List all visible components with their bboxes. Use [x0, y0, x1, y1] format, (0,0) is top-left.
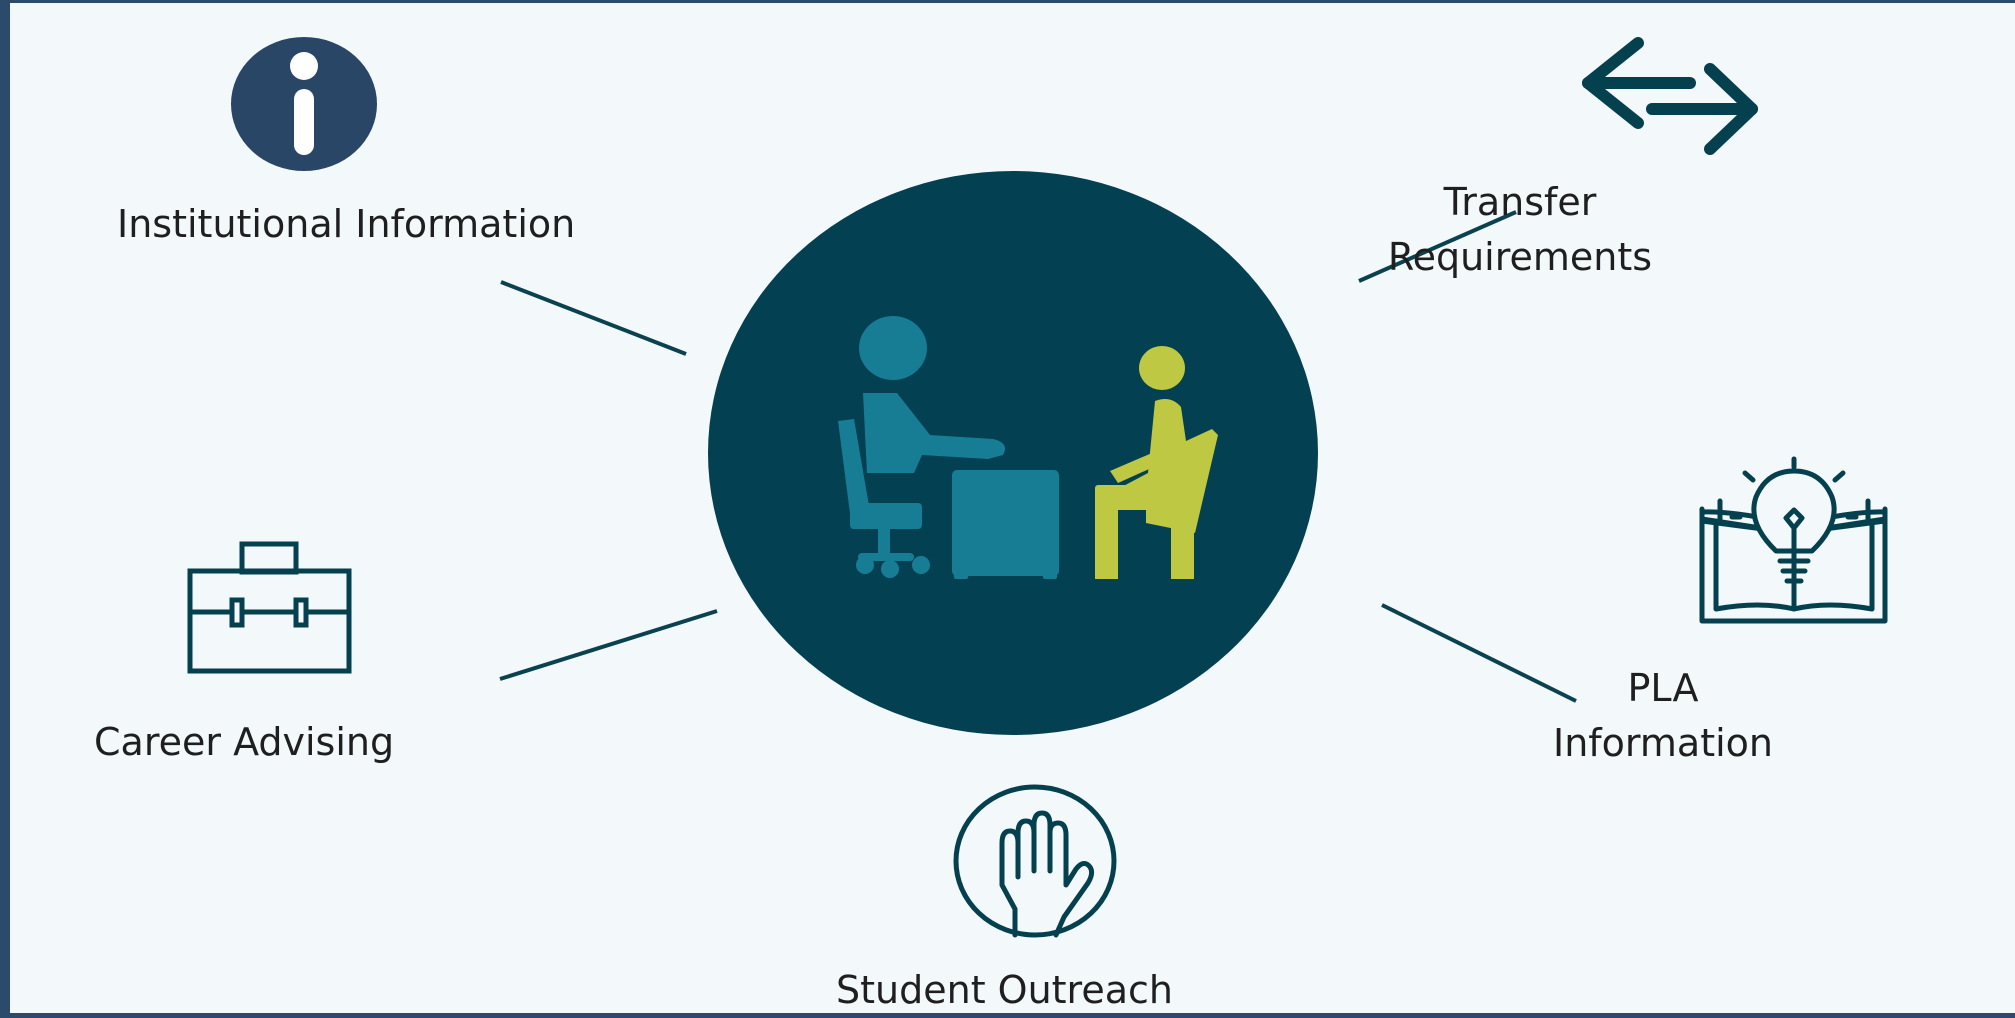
- center-hub: [708, 171, 1318, 735]
- label-institutional-information: Institutional Information: [117, 202, 576, 246]
- advising-meeting-icon: [838, 316, 1218, 579]
- connector-institutional-information: [500, 280, 687, 356]
- connector-career-advising: [499, 609, 718, 681]
- transfer-arrows-icon: [1582, 37, 1758, 155]
- label-student-outreach: Student Outreach: [836, 968, 1173, 1012]
- lightbulb-book-icon: [1699, 456, 1888, 624]
- connector-pla-information: [1381, 603, 1577, 703]
- label-career-advising: Career Advising: [94, 720, 395, 764]
- advising-hub-diagram: [187, 37, 1888, 938]
- label-transfer-requirements: Transfer Requirements: [1387, 180, 1653, 279]
- diagram-canvas: Institutional Information Transfer Requi…: [10, 3, 2015, 1013]
- info-icon: [231, 37, 377, 171]
- connector-transfer-requirements: [1358, 210, 1517, 283]
- raised-hand-icon: [953, 784, 1117, 938]
- label-pla-information: PLA Information: [1553, 666, 1773, 765]
- briefcase-icon: [187, 541, 352, 674]
